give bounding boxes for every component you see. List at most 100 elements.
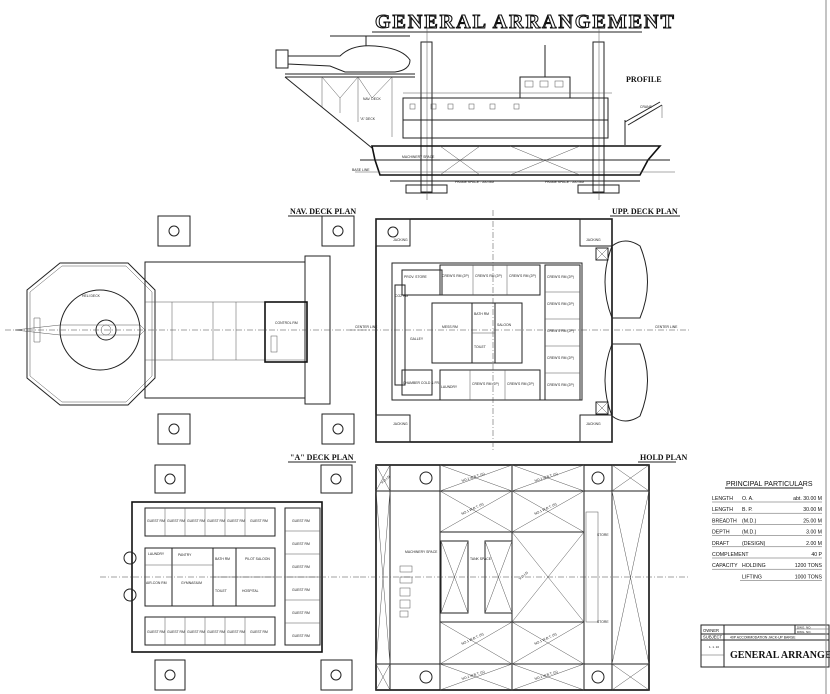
tank-label: NO.1 W.B.T. (S) [534, 502, 558, 516]
room-label: HOSPITAL [242, 589, 259, 593]
room-label: CO2 RM [395, 294, 408, 298]
room-label: TOILET [215, 589, 227, 593]
room-label: BATH RM [474, 312, 489, 316]
room-label: GUEST RM [250, 630, 268, 634]
nav-deck-label: NAV. DECK [363, 97, 381, 101]
room-label: PILOT SALOON [245, 557, 270, 561]
machinery-space-label: MACHINERY SPACE [405, 550, 438, 554]
room-label: CREW'S RM (2P) [547, 275, 574, 279]
title-block: OWNER SUBJECT 40P ACCOMMODATION JACK-UP … [700, 624, 830, 668]
crane-label: CRANE [640, 105, 653, 109]
room-label: GUEST RM [167, 519, 185, 523]
profile-view: PROFILE NAV. DECK "A" DECK MACHINERY SPA… [275, 28, 675, 200]
room-label: CREW'S RM (2P) [547, 383, 574, 387]
room-label: GUEST RM [292, 634, 310, 638]
room-label: GUEST RM [292, 611, 310, 615]
subject-label: SUBJECT [703, 635, 723, 640]
room-label: CREW'S RM (2P) [475, 274, 502, 278]
deckhouse [402, 97, 609, 139]
room-label: GUEST RM [167, 630, 185, 634]
room-label: LAUNDRY [148, 552, 165, 556]
base-line-label: BASE LINE [352, 168, 370, 172]
dwg-no-label: DWG. NO. [797, 630, 811, 634]
nav-deck-plan-title: NAV. DECK PLAN [290, 207, 356, 216]
a-deck-label: "A" DECK [360, 117, 376, 121]
room-label: CREW'S RM (2P) [509, 274, 536, 278]
drawing-title: GENERAL ARRANGEMENT [375, 11, 676, 33]
particular-label: BREADTH [712, 518, 737, 524]
particular-label: LENGTH [712, 507, 733, 513]
particular-value: 40 P [811, 552, 822, 558]
particular-label: COMPLEMENT [712, 552, 749, 558]
helicopter-outline [275, 35, 411, 73]
room-label: SALOON [497, 323, 512, 327]
lifeboat [604, 240, 648, 422]
frame-space-label: FRAME SPACE : 500 MM [545, 180, 584, 184]
void-label: V.O.I.D [380, 474, 391, 484]
hold-plan: HOLD PLAN MACHINERY SPACE TANK SPACE STO… [360, 453, 690, 691]
particular-qualifier: HOLDING [742, 563, 766, 569]
room-label: CREW'S RM (2P) [547, 329, 574, 333]
control-room-label: CONTROL RM [275, 321, 298, 325]
store-label: STORE [597, 533, 609, 537]
tank-space-label: TANK SPACE [470, 557, 492, 561]
room-label: GYMNASIUM [181, 581, 202, 585]
room-label: GUEST RM [227, 519, 245, 523]
room-label: GUEST RM [292, 588, 310, 592]
wheelhouse [519, 76, 571, 99]
room-label: BATH RM [215, 557, 230, 561]
particular-value: abt. 30.00 M [793, 496, 822, 502]
room-label: LAUNDRY [441, 385, 458, 389]
tank-label: NO.1 W.B.T. (S) [461, 632, 485, 646]
subject-value: 40P ACCOMMODATION JACK-UP BARGE [730, 636, 796, 640]
room-label: CREW'S RM (2P) [472, 382, 499, 386]
tank-label: NO.1 W.B.T. (S) [534, 632, 558, 646]
room-label: CREW'S RM (2P) [442, 274, 469, 278]
room-label: TOILET [474, 345, 486, 349]
room-label: GUEST RM [147, 630, 165, 634]
owner-label: OWNER [703, 628, 719, 633]
room-label: CHAMBER COLD & FR. [403, 381, 440, 385]
particular-value: 25.00 M [803, 518, 822, 524]
machinery-space-label: MACHINERY SPACE [402, 155, 435, 159]
room-label: CREW'S RM (2P) [547, 302, 574, 306]
room-label: GUEST RM [292, 519, 310, 523]
upp-deck-plan: UPP. DECK PLAN PROV. STORE CO2 RM MESS R… [350, 207, 690, 450]
dwg-no-label: DWG. NO. [797, 626, 811, 630]
store-label: STORE [597, 620, 609, 624]
room-label: CREW'S RM (2P) [507, 382, 534, 386]
particular-value: 30.00 M [803, 507, 822, 513]
particular-value: 1200 TONS [795, 563, 823, 569]
particular-qualifier: (M.D.) [742, 518, 757, 524]
frame-space-label: FRAME SPACE : 500 MM [455, 180, 494, 184]
room-label: MESS RM [442, 325, 458, 329]
a-deck-plan: "A" DECK PLAN GUEST RM GUEST RM GUEST RM… [100, 453, 360, 691]
crane [624, 101, 663, 145]
heli-deck-label: HELI DECK [82, 294, 101, 298]
leg-well [157, 215, 355, 445]
particular-value: 2.00 M [806, 541, 822, 547]
room-label: AIR-CON RM [146, 581, 167, 585]
jacking-label: JACKING [586, 422, 601, 426]
room-label: PANTRY [178, 553, 192, 557]
tank-label: NO.1 W.B.T. (S) [534, 472, 558, 483]
void-label: V.O.I.D [518, 570, 529, 580]
tank-label: NO.1 W.B.T. (S) [534, 670, 558, 681]
particular-label: CAPACITY [712, 563, 738, 569]
room-label: GUEST RM [227, 630, 245, 634]
title-block-title: GENERAL ARRANGEMENT [730, 650, 830, 661]
upp-deck-plan-title: UPP. DECK PLAN [612, 207, 678, 216]
room-label: GUEST RM [187, 630, 205, 634]
date-value: 1. 1. 10 [709, 645, 719, 649]
room-label: GUEST RM [147, 519, 165, 523]
nav-deck-plan: NAV. DECK PLAN HELI DECK CONTROL RM [5, 207, 370, 445]
room-label: GUEST RM [292, 565, 310, 569]
jacking-label: JACKING [393, 238, 408, 242]
particular-qualifier: (DESIGN) [742, 541, 766, 547]
helideck-truss [284, 73, 415, 149]
jacking-label: JACKING [393, 422, 408, 426]
particular-label: LENGTH [712, 496, 733, 502]
